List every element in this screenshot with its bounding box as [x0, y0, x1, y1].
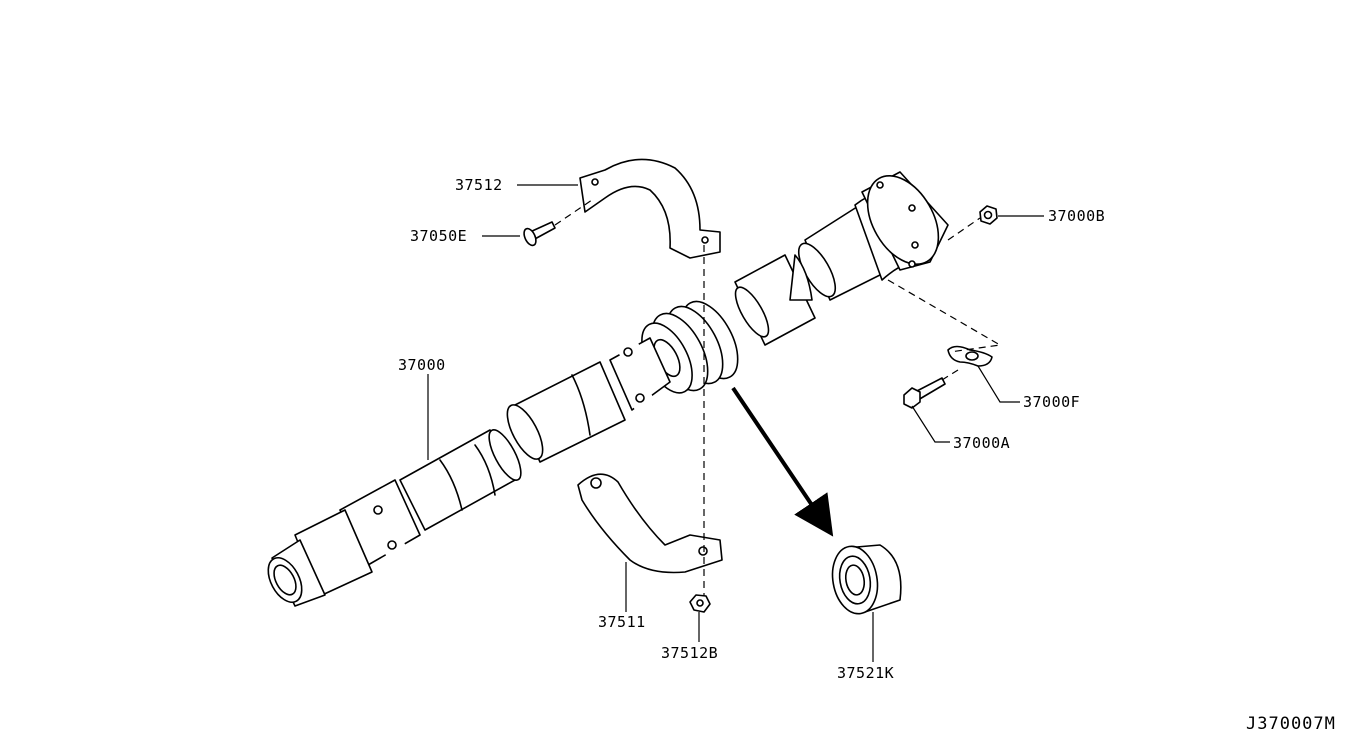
- label-37512: 37512: [455, 176, 503, 194]
- dashed-line-nut-flange: [947, 217, 981, 241]
- label-37000a: 37000A: [953, 434, 1010, 452]
- dashed-line-bolt-upper: [554, 199, 593, 226]
- bearing-37521k: [831, 544, 902, 615]
- label-37521k: 37521K: [837, 664, 894, 682]
- leader-37000f: [977, 365, 1020, 403]
- label-37511: 37511: [598, 613, 646, 631]
- label-37512b: 37512B: [661, 644, 718, 662]
- dashed-line-flange-bolt: [887, 279, 1002, 353]
- nut-37512b: [689, 594, 711, 613]
- label-37000b: 37000B: [1048, 207, 1105, 225]
- front-middle-tube: [506, 361, 626, 463]
- front-sleeve-yoke: [267, 509, 373, 607]
- bolt-37050e: [523, 221, 556, 247]
- label-37000f: 37000F: [1023, 393, 1080, 411]
- front-tube: [399, 429, 522, 531]
- upper-bracket: [579, 158, 721, 259]
- rear-flange-yoke: [797, 171, 949, 301]
- dashed-line-bolt-washer: [941, 369, 959, 381]
- lower-bracket: [577, 473, 723, 574]
- center-tube: [734, 254, 816, 346]
- nut-37000b: [979, 205, 998, 225]
- leader-37000a: [911, 405, 950, 443]
- center-universal-joint: [609, 336, 671, 415]
- bolt-37000a: [903, 377, 946, 409]
- label-37000: 37000: [398, 356, 446, 374]
- arrow-to-bearing: [731, 386, 834, 537]
- label-37050e: 37050E: [410, 227, 467, 245]
- diagram-code: J370007M: [1246, 714, 1336, 734]
- center-bearing-insulator: [641, 300, 739, 394]
